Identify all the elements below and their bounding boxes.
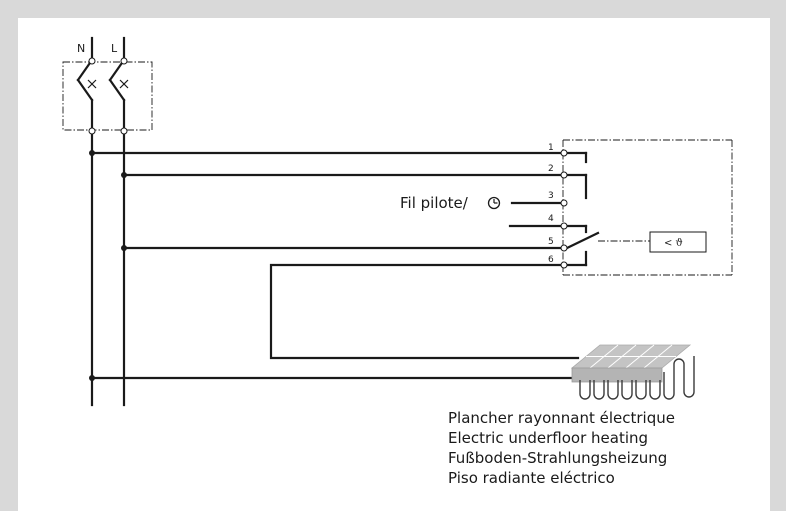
switch-terminal bbox=[88, 127, 96, 135]
terminal-2-label: 2 bbox=[548, 164, 554, 174]
neutral-label: N bbox=[77, 42, 85, 55]
terminal-1 bbox=[560, 149, 568, 157]
terminal-2 bbox=[560, 171, 568, 179]
caption-de: Fußboden-Strahlungsheizung bbox=[448, 449, 667, 467]
thermostat-enclosure bbox=[562, 139, 733, 276]
switch-terminal bbox=[88, 57, 96, 65]
junction-node bbox=[89, 375, 95, 381]
caption-en: Electric underfloor heating bbox=[448, 429, 648, 447]
pilot-wire-label: Fil pilote/ bbox=[400, 194, 469, 212]
junction-node bbox=[121, 245, 127, 251]
thermostat-internals bbox=[565, 151, 650, 267]
terminal-6-label: 6 bbox=[548, 255, 554, 265]
junction-node bbox=[121, 172, 127, 178]
terminal-5-label: 5 bbox=[548, 237, 554, 247]
junction-node bbox=[89, 150, 95, 156]
terminal-1-label: 1 bbox=[548, 143, 554, 153]
underfloor-heating-icon bbox=[570, 344, 695, 400]
terminal-6 bbox=[560, 261, 568, 269]
temperature-sensor-label: < ϑ bbox=[664, 238, 683, 249]
terminal-4 bbox=[560, 222, 568, 230]
terminal-3 bbox=[560, 199, 568, 207]
caption-fr: Plancher rayonnant électrique bbox=[448, 409, 675, 427]
caption-es: Piso radiante eléctrico bbox=[448, 469, 615, 487]
wire-terminal-6-heating bbox=[269, 263, 580, 360]
live-label: L bbox=[111, 42, 118, 55]
temperature-sensor-box bbox=[649, 231, 707, 253]
terminal-4-label: 4 bbox=[548, 214, 554, 224]
isolating-switch-enclosure bbox=[62, 61, 153, 131]
clock-icon bbox=[487, 196, 501, 210]
neutral-conductor bbox=[76, 36, 97, 407]
terminal-5 bbox=[560, 244, 568, 252]
switch-terminal bbox=[120, 57, 128, 65]
terminal-3-label: 3 bbox=[548, 191, 554, 201]
switch-terminal bbox=[120, 127, 128, 135]
live-conductor bbox=[108, 36, 129, 407]
